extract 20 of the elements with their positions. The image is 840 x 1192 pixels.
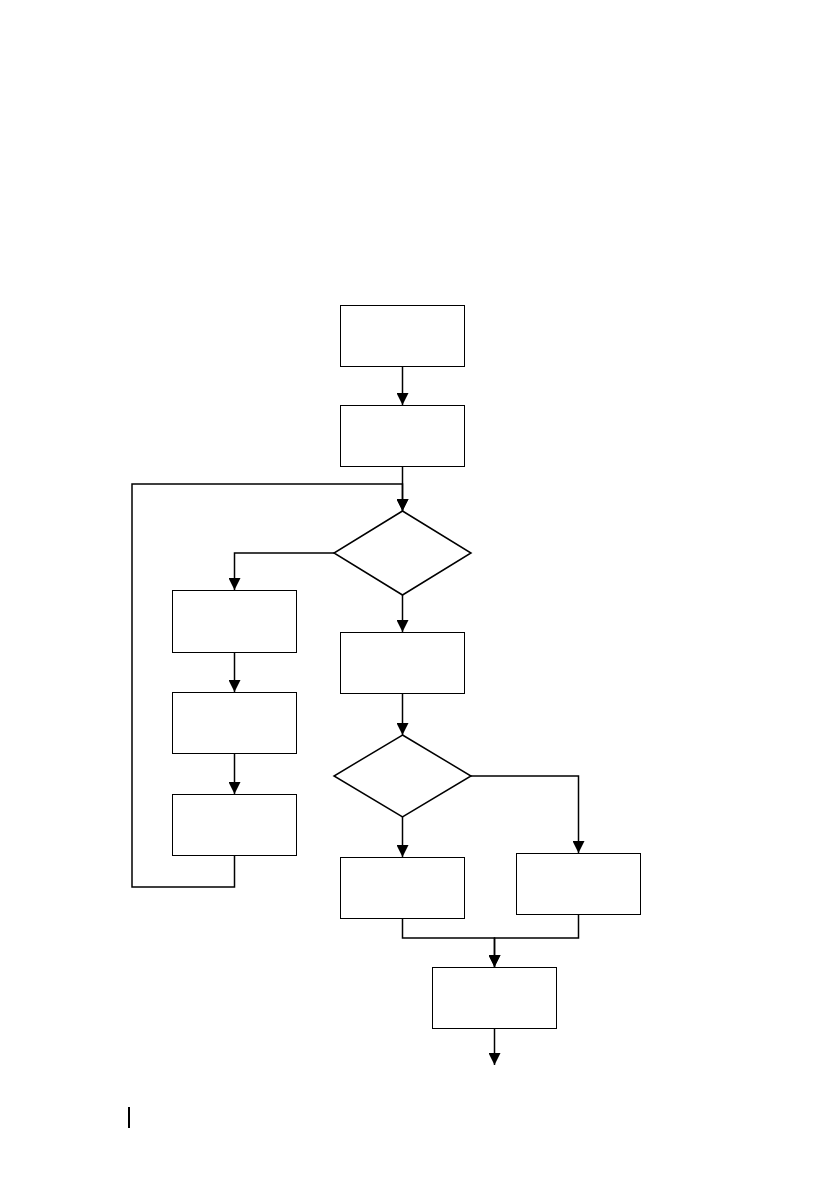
- process-box: [172, 794, 297, 856]
- process-box: [172, 590, 297, 653]
- process-box: [340, 632, 465, 694]
- arrow: [228, 753, 241, 795]
- process-box: [340, 305, 465, 367]
- process-box: [172, 692, 297, 754]
- process-box: [432, 967, 557, 1029]
- process-box: [340, 405, 465, 467]
- arrow: [396, 594, 409, 633]
- arrow: [396, 693, 409, 736]
- process-box: [516, 853, 641, 915]
- arrow: [488, 1028, 501, 1066]
- arrow: [396, 816, 409, 858]
- arrow: [396, 366, 409, 406]
- arrow: [228, 652, 241, 693]
- process-box: [340, 857, 465, 919]
- arrow: [488, 914, 580, 968]
- arrow: [470, 775, 585, 854]
- arrow: [131, 483, 409, 888]
- arrow: [228, 552, 335, 591]
